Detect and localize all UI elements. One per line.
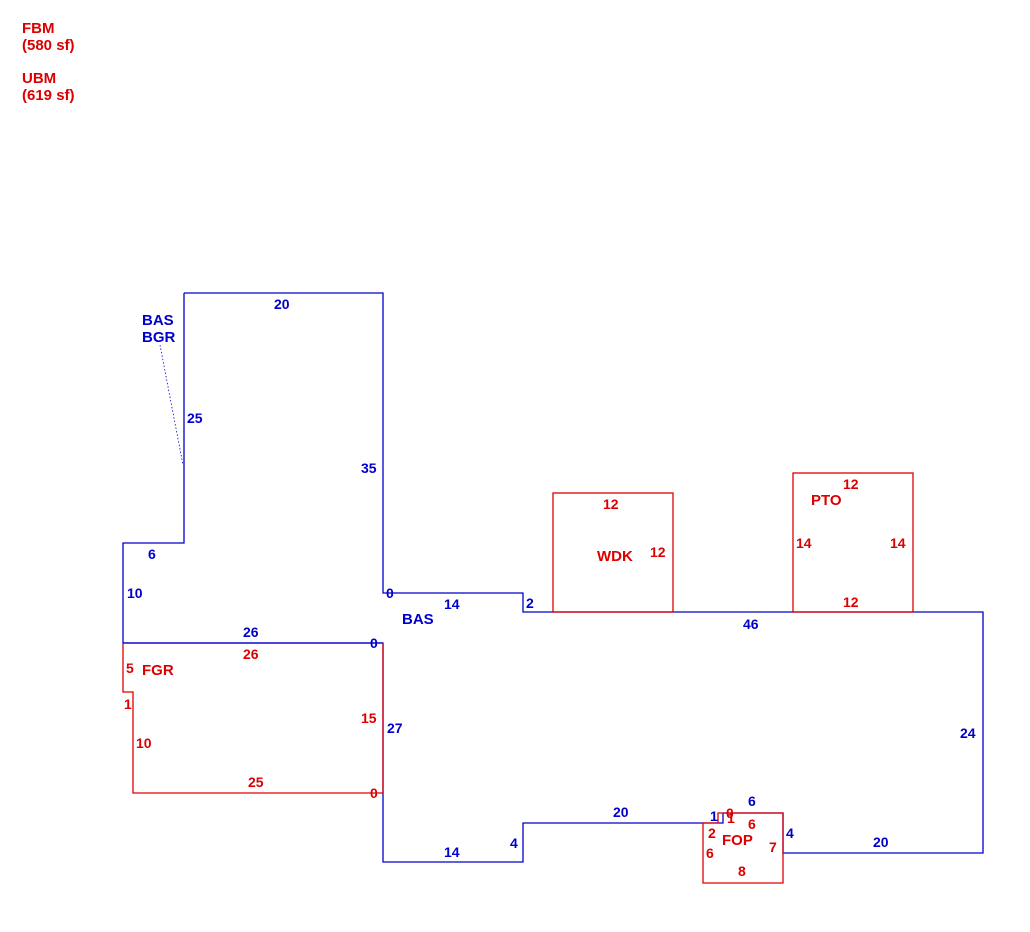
dim-right-24: 24 — [960, 725, 976, 741]
dim-wdk-12-top: 12 — [603, 496, 619, 512]
dim-bottom-20-right: 20 — [873, 834, 889, 850]
dim-wdk-12-right: 12 — [650, 544, 666, 560]
dim-step-6: 6 — [148, 546, 156, 562]
dim-pto-14-right: 14 — [890, 535, 906, 551]
dim-step-2: 2 — [526, 595, 534, 611]
dim-fop-6-top: 6 — [748, 793, 756, 809]
dim-fop-1-red: 1 — [727, 810, 735, 826]
pto-outline — [792, 472, 914, 613]
dim-fop-4: 4 — [786, 825, 794, 841]
dim-fop-7: 7 — [769, 839, 777, 855]
dim-fgr-15: 15 — [361, 710, 377, 726]
dim-fgr-10: 10 — [136, 735, 152, 751]
dim-left-27: 27 — [387, 720, 403, 736]
label-fgr: FGR — [142, 662, 174, 679]
dim-step-4: 4 — [510, 835, 518, 851]
dim-pto-14-left: 14 — [796, 535, 812, 551]
dim-right-35: 35 — [361, 460, 377, 476]
label-wdk: WDK — [597, 548, 633, 565]
dim-fop-1: 1 — [710, 808, 718, 824]
dim-pto-12-bottom: 12 — [843, 594, 859, 610]
dim-fgr-0: 0 — [370, 785, 378, 801]
dim-fgr-26: 26 — [243, 646, 259, 662]
legend-ubm-code: UBM — [22, 70, 57, 87]
label-pto: PTO — [811, 492, 842, 509]
dim-left-10: 10 — [127, 585, 143, 601]
dim-fgr-25: 25 — [248, 774, 264, 790]
label-fop: FOP — [722, 832, 753, 849]
dim-pto-12-top: 12 — [843, 476, 859, 492]
fgr-outline — [122, 643, 383, 794]
dim-fop-6-left: 6 — [706, 845, 714, 861]
dim-bottom-20-left: 20 — [613, 804, 629, 820]
dim-zero-upper: 0 — [386, 585, 394, 601]
label-bas-upper: BAS — [142, 312, 174, 329]
legend: FBM (580 sf) UBM (619 sf) — [22, 20, 75, 104]
legend-fbm-code: FBM — [22, 20, 55, 37]
dim-fop-2: 2 — [708, 825, 716, 841]
label-bas-main: BAS — [402, 611, 434, 628]
legend-ubm-area: (619 sf) — [22, 87, 75, 104]
dim-mid-26: 26 — [243, 624, 259, 640]
wdk-outline — [552, 492, 674, 613]
dim-bas-14-top: 14 — [444, 596, 460, 612]
dim-top-20: 20 — [274, 296, 290, 312]
dim-main-46: 46 — [743, 616, 759, 632]
dim-bottom-14: 14 — [444, 844, 460, 860]
dim-fop-8: 8 — [738, 863, 746, 879]
dim-zero-mid: 0 — [370, 635, 378, 651]
dim-left-25: 25 — [187, 410, 203, 426]
dim-fop-6-inner: 6 — [748, 816, 756, 832]
bas-bgr-leader — [159, 344, 184, 466]
label-bgr: BGR — [142, 329, 176, 346]
fop-outline — [702, 812, 784, 884]
dim-fgr-5: 5 — [126, 660, 134, 676]
dim-fgr-1: 1 — [124, 696, 132, 712]
legend-fbm-area: (580 sf) — [22, 37, 75, 54]
dim-fop-0: 0 — [726, 805, 734, 821]
